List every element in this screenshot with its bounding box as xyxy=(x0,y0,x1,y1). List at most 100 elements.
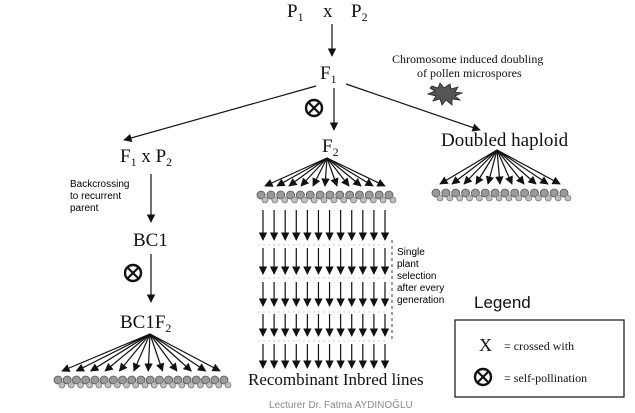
arrow-f1-to-doubled-haploid xyxy=(345,83,481,132)
plant-icon xyxy=(90,375,100,385)
plant-icon xyxy=(510,188,520,198)
plant-icon xyxy=(520,188,530,198)
plant-icon xyxy=(256,190,266,200)
legend-cross-symbol: X xyxy=(479,335,492,355)
plant-icon xyxy=(535,194,542,202)
plant-icon xyxy=(62,375,72,385)
plant-icon xyxy=(286,190,295,200)
fan-arrow xyxy=(495,149,504,185)
parent-1-label: P1 xyxy=(287,1,304,24)
progeny-plant-row xyxy=(431,188,572,202)
fan-arrow xyxy=(496,149,525,185)
plant-icon xyxy=(310,196,318,204)
plant-icon xyxy=(500,188,510,198)
plant-icon xyxy=(340,196,348,204)
plant-icon xyxy=(99,375,109,385)
fan-arrow xyxy=(326,157,350,187)
plant-icon xyxy=(389,196,397,204)
plant-icon xyxy=(155,375,164,385)
fan-arrow xyxy=(149,333,165,372)
fan-arrow xyxy=(264,157,328,187)
plant-icon xyxy=(197,381,204,389)
plant-icon xyxy=(370,196,377,204)
plant-icon xyxy=(305,190,315,200)
fan-arrow xyxy=(496,149,549,185)
plant-icon xyxy=(530,188,539,198)
plant-icon xyxy=(330,196,338,204)
plant-icon xyxy=(490,188,500,198)
plant-icon xyxy=(461,188,470,198)
plant-icon xyxy=(81,375,91,385)
backcross-note-line-1: Backcrossing xyxy=(70,179,129,190)
fan-arrow xyxy=(276,157,328,187)
plant-icon xyxy=(95,381,103,389)
doubled-haploid-label: Doubled haploid xyxy=(441,130,569,151)
plant-icon xyxy=(127,375,137,385)
fan-arrow xyxy=(326,157,339,187)
plant-icon xyxy=(169,381,176,389)
fan-arrow xyxy=(496,149,537,185)
plant-icon xyxy=(72,375,81,385)
plant-icon xyxy=(476,194,483,202)
fan-arrow xyxy=(451,149,498,185)
plant-icon xyxy=(108,375,118,385)
plant-icon xyxy=(545,194,552,202)
fan-arrow xyxy=(149,333,192,372)
cross-symbol: x xyxy=(323,1,333,22)
fan-arrow xyxy=(75,333,151,372)
f1-label: F1 xyxy=(320,63,337,86)
selection-note-line-1: Single xyxy=(397,247,425,258)
plant-icon xyxy=(160,381,167,389)
plant-icon xyxy=(114,381,121,389)
selection-note-line-3: selection xyxy=(397,271,436,282)
fan-arrow xyxy=(149,333,178,372)
bc1f2-progeny-fan xyxy=(53,333,232,389)
backcross-cross-label: F1 x P2 xyxy=(120,146,172,169)
plant-icon xyxy=(549,188,559,198)
note-line-1: Chromosome induced doubling xyxy=(392,52,543,66)
fan-arrow xyxy=(326,157,374,187)
plant-icon xyxy=(495,194,503,202)
plant-icon xyxy=(515,194,523,202)
plant-icon xyxy=(505,194,513,202)
single-plant-selection-note: Single plant selection after every gener… xyxy=(397,247,444,306)
plant-icon xyxy=(441,188,451,198)
plant-icon xyxy=(141,381,149,389)
fan-arrow xyxy=(149,333,207,372)
plant-icon xyxy=(315,190,325,200)
plant-icon xyxy=(136,375,146,385)
plant-icon xyxy=(431,188,441,198)
plant-icon xyxy=(384,190,394,200)
plant-icon xyxy=(379,196,387,204)
plant-icon xyxy=(266,190,276,200)
plant-icon xyxy=(261,196,269,204)
plant-icon xyxy=(173,375,183,385)
fan-arrow xyxy=(326,157,362,187)
bc1f2-label: BC1F2 xyxy=(120,312,171,335)
plant-icon xyxy=(150,381,158,389)
plant-icon xyxy=(132,381,140,389)
plant-icon xyxy=(335,190,345,200)
legend-title: Legend xyxy=(474,293,531,312)
plant-icon xyxy=(301,196,308,204)
plant-icon xyxy=(86,381,93,389)
doubled-haploid-progeny-fan xyxy=(431,149,572,202)
plant-icon xyxy=(355,190,364,200)
fan-arrow xyxy=(463,149,498,185)
plant-icon xyxy=(525,194,532,202)
plant-icon xyxy=(210,375,220,385)
plant-icon xyxy=(58,381,66,389)
plant-icon xyxy=(436,194,444,202)
plant-icon xyxy=(182,375,192,385)
plant-icon xyxy=(564,194,572,202)
plant-icon xyxy=(559,188,569,198)
plant-icon xyxy=(271,196,279,204)
bc1-label: BC1 xyxy=(133,230,168,251)
plant-icon xyxy=(456,194,463,202)
plant-icon xyxy=(201,375,210,385)
fan-arrow xyxy=(104,333,151,372)
legend-cross-text: = crossed with xyxy=(504,339,574,353)
plant-icon xyxy=(191,375,201,385)
arrow-f1-to-backcross xyxy=(123,85,317,142)
fan-arrow xyxy=(485,149,498,185)
